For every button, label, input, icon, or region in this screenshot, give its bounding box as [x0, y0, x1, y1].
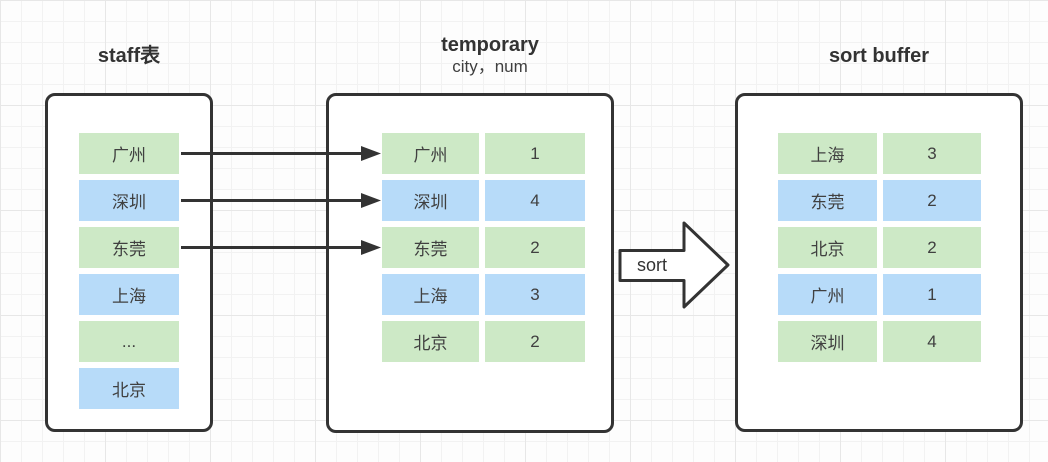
table-row: 深圳 4 — [382, 180, 585, 221]
sort-buffer-cell-city: 上海 — [778, 133, 877, 174]
table-row: 上海 — [79, 274, 179, 315]
staff-cell-city: 广州 — [79, 133, 179, 174]
temporary-cell-city: 北京 — [382, 321, 479, 362]
sort-buffer-cell-city: 北京 — [778, 227, 877, 268]
temporary-cell-num: 2 — [485, 227, 585, 268]
temporary-table-title: temporary — [441, 34, 539, 56]
table-row: 上海 3 — [778, 133, 981, 174]
sort-buffer-cell-num: 4 — [883, 321, 981, 362]
staff-cell-city: 东莞 — [79, 227, 179, 268]
table-row: 深圳 4 — [778, 321, 981, 362]
temporary-cell-num: 2 — [485, 321, 585, 362]
table-row: 深圳 — [79, 180, 179, 221]
sort-buffer-rows: 上海 3 东莞 2 北京 2 广州 1 深圳 4 — [778, 133, 981, 362]
sort-buffer-cell-city: 广州 — [778, 274, 877, 315]
temporary-cell-num: 4 — [485, 180, 585, 221]
temporary-cell-city: 上海 — [382, 274, 479, 315]
temporary-cell-num: 1 — [485, 133, 585, 174]
sort-buffer-box: 上海 3 东莞 2 北京 2 广州 1 深圳 4 — [735, 93, 1023, 432]
sort-buffer-cell-num: 2 — [883, 180, 981, 221]
table-row: 北京 — [79, 368, 179, 409]
staff-table-box: 广州 深圳 东莞 上海 ... 北京 — [45, 93, 213, 432]
sort-buffer-cell-num: 3 — [883, 133, 981, 174]
table-row: 北京 2 — [778, 227, 981, 268]
staff-table-title: staff表 — [97, 45, 161, 67]
staff-table-rows: 广州 深圳 东莞 上海 ... 北京 — [79, 133, 179, 409]
table-row: 广州 — [79, 133, 179, 174]
table-row: 东莞 2 — [382, 227, 585, 268]
table-row: 北京 2 — [382, 321, 585, 362]
sort-buffer-title: sort buffer — [829, 45, 929, 67]
table-row: 广州 1 — [778, 274, 981, 315]
staff-cell-ellipsis: ... — [79, 321, 179, 362]
staff-cell-city: 上海 — [79, 274, 179, 315]
table-row: 上海 3 — [382, 274, 585, 315]
temporary-cell-city: 东莞 — [382, 227, 479, 268]
temporary-cell-num: 3 — [485, 274, 585, 315]
table-row: 东莞 2 — [778, 180, 981, 221]
temporary-cell-city: 深圳 — [382, 180, 479, 221]
sort-buffer-cell-num: 1 — [883, 274, 981, 315]
sort-buffer-cell-num: 2 — [883, 227, 981, 268]
temporary-table-subtitle: city，num — [452, 57, 528, 76]
sort-buffer-cell-city: 东莞 — [778, 180, 877, 221]
table-row: ... — [79, 321, 179, 362]
sort-arrow-label: sort — [636, 255, 667, 275]
staff-cell-city: 北京 — [79, 368, 179, 409]
temporary-table-rows: 广州 1 深圳 4 东莞 2 上海 3 北京 2 — [382, 133, 585, 362]
temporary-table-box: 广州 1 深圳 4 东莞 2 上海 3 北京 2 — [326, 93, 614, 433]
table-row: 广州 1 — [382, 133, 585, 174]
table-row: 东莞 — [79, 227, 179, 268]
staff-cell-city: 深圳 — [79, 180, 179, 221]
sort-buffer-cell-city: 深圳 — [778, 321, 877, 362]
temporary-cell-city: 广州 — [382, 133, 479, 174]
